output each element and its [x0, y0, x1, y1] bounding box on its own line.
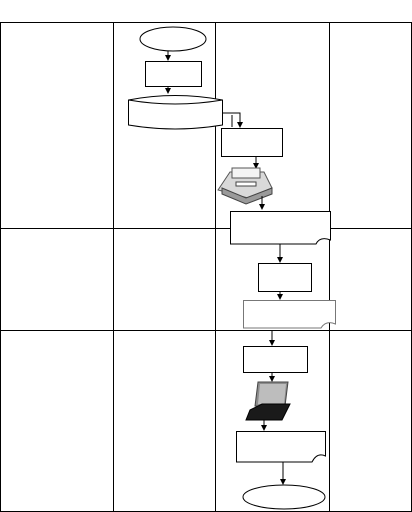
lane-border [0, 22, 412, 512]
process-box [243, 346, 308, 373]
swimlane-grid [0, 22, 412, 512]
document-shape [230, 211, 331, 245]
process-box [221, 128, 283, 157]
process-box [145, 61, 202, 87]
process-box [258, 263, 312, 292]
printer-icon [217, 167, 273, 205]
document-shape [243, 300, 336, 329]
document-shape [236, 431, 326, 463]
end-terminator [242, 484, 326, 510]
connector [222, 112, 243, 128]
start-terminator [139, 26, 207, 52]
data-store-shape [128, 95, 223, 130]
laptop-icon [245, 381, 291, 421]
